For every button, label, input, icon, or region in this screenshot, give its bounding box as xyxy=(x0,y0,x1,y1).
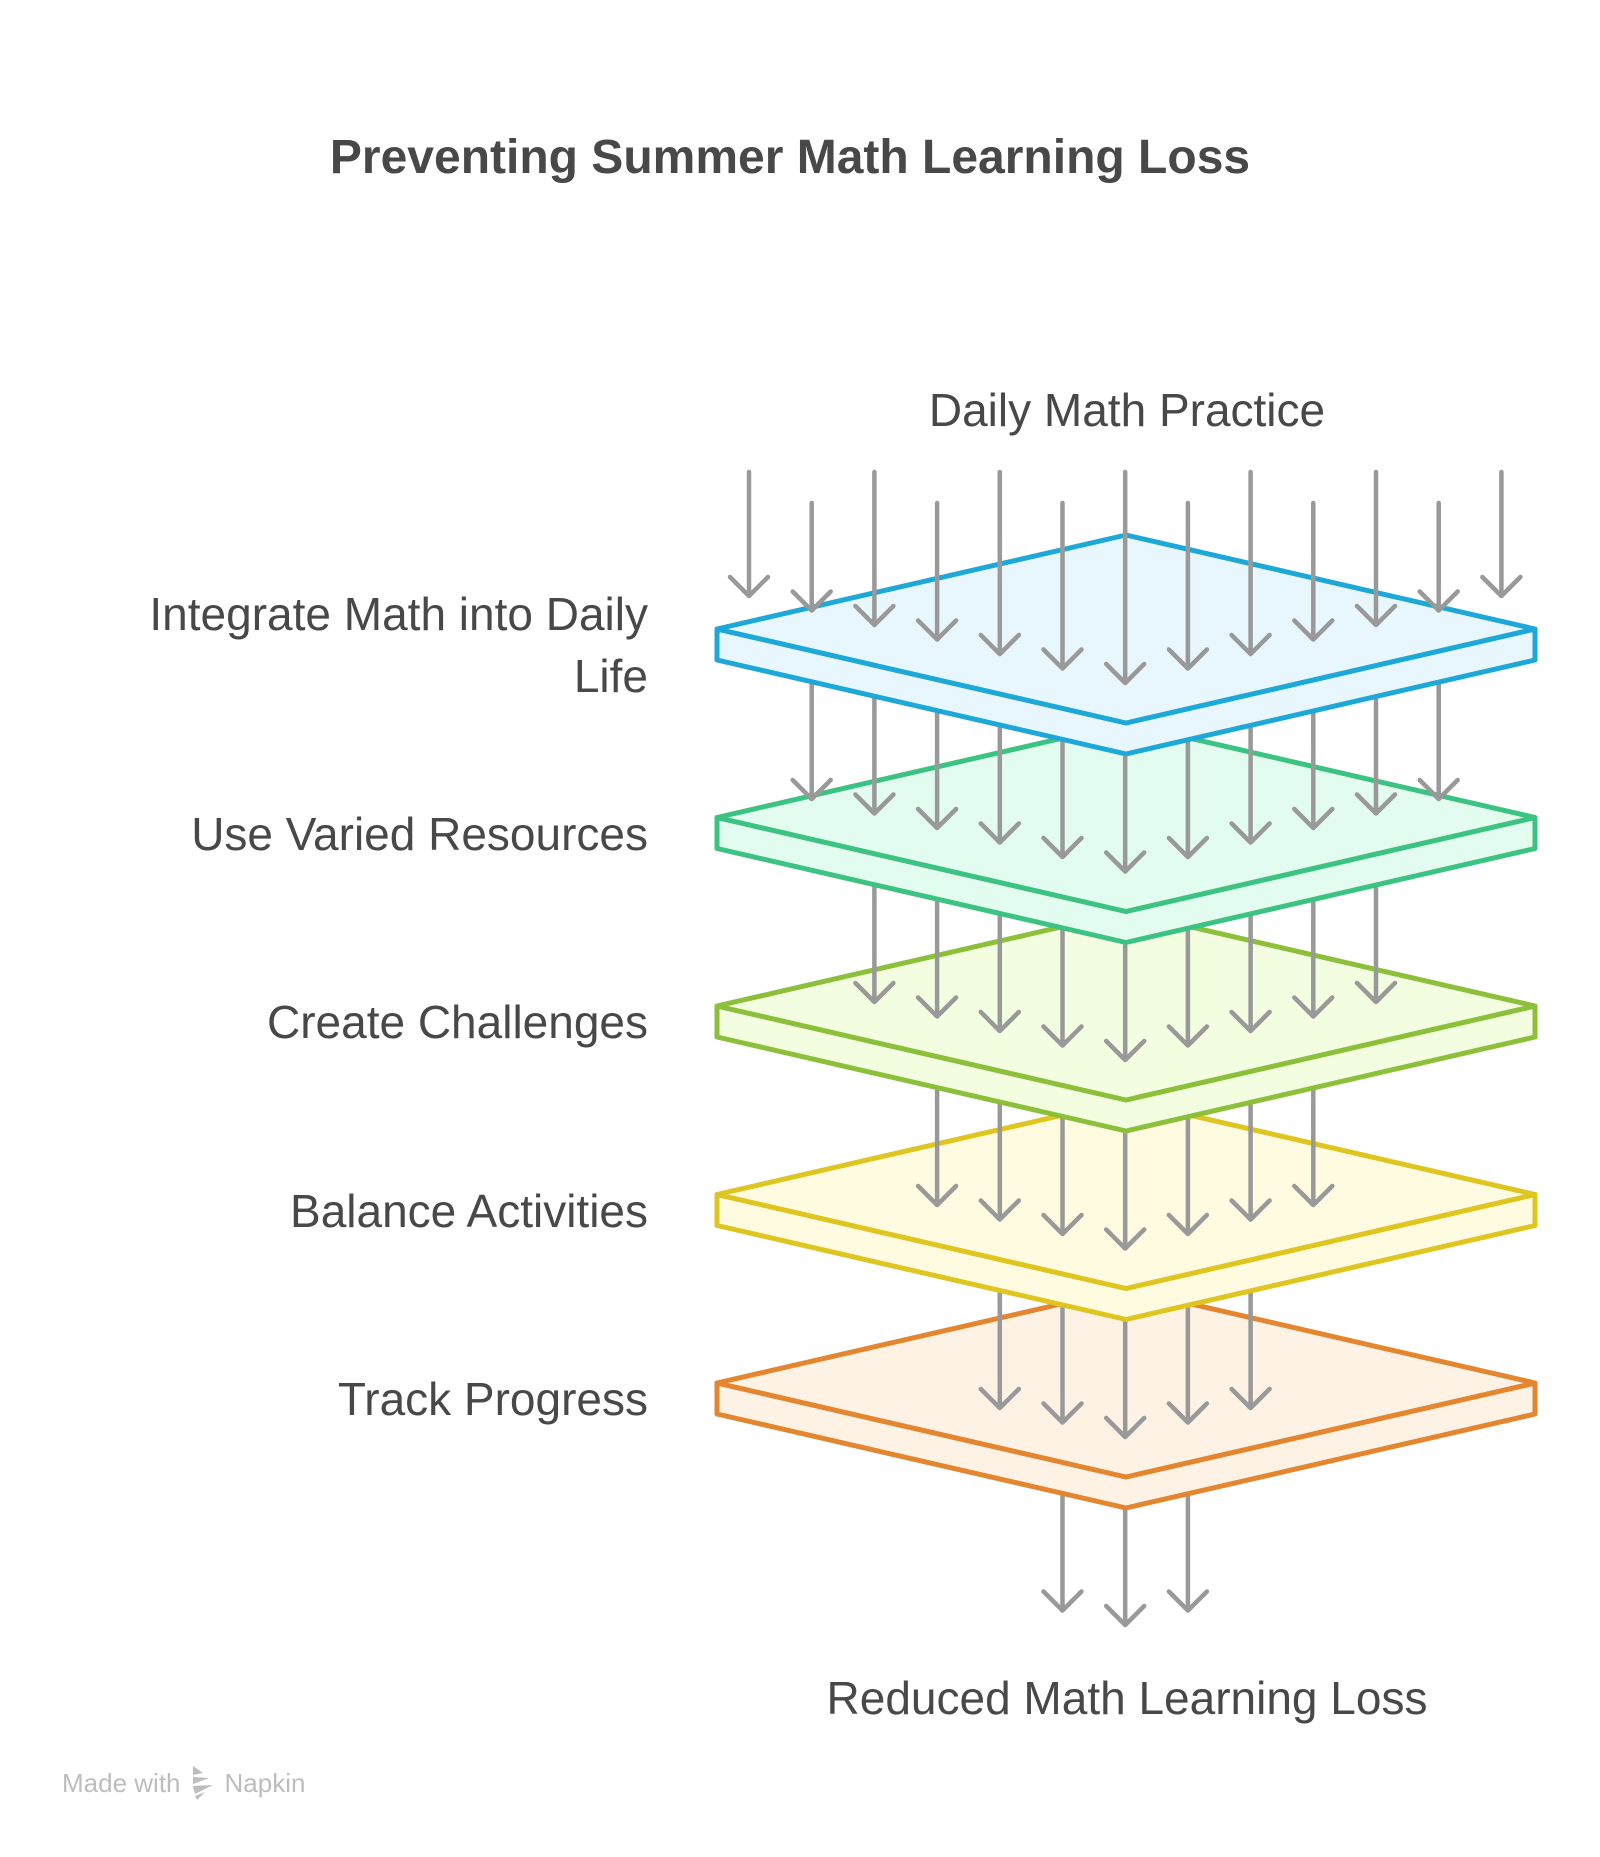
output-label: Reduced Math Learning Loss xyxy=(826,1672,1428,1724)
napkin-logo-icon xyxy=(192,1766,213,1800)
napkin-brand-text: Napkin xyxy=(224,1767,306,1798)
down-arrow-icon xyxy=(1292,500,1335,642)
made-with-napkin: Made with Napkin xyxy=(62,1766,305,1800)
down-arrow-icon xyxy=(1041,500,1084,671)
layer-label-track-progress: Track Progress xyxy=(337,1373,648,1425)
down-arrow-icon xyxy=(790,500,833,613)
page-title: Preventing Summer Math Learning Loss xyxy=(329,131,1251,184)
down-arrow-icon xyxy=(727,469,771,599)
down-arrow-icon xyxy=(1354,469,1398,628)
layer-label-varied-resources: Use Varied Resources xyxy=(191,808,648,860)
layer-label-balance: Balance Activities xyxy=(290,1185,648,1237)
made-with-text: Made with xyxy=(62,1767,181,1798)
down-arrow-icon xyxy=(1229,469,1272,657)
down-arrow-icon xyxy=(978,469,1022,657)
down-arrow-icon xyxy=(853,469,896,628)
layer-label-challenges: Create Challenges xyxy=(266,996,648,1048)
input-label: Daily Math Practice xyxy=(928,384,1326,436)
layer-label-integrate: Integrate Math into Daily Life xyxy=(149,588,648,702)
down-arrow-icon xyxy=(1480,469,1523,599)
down-arrow-icon xyxy=(1103,469,1147,686)
down-arrow-icon xyxy=(1417,500,1460,613)
down-arrow-icon xyxy=(1166,500,1210,671)
down-arrow-icon xyxy=(915,500,959,642)
